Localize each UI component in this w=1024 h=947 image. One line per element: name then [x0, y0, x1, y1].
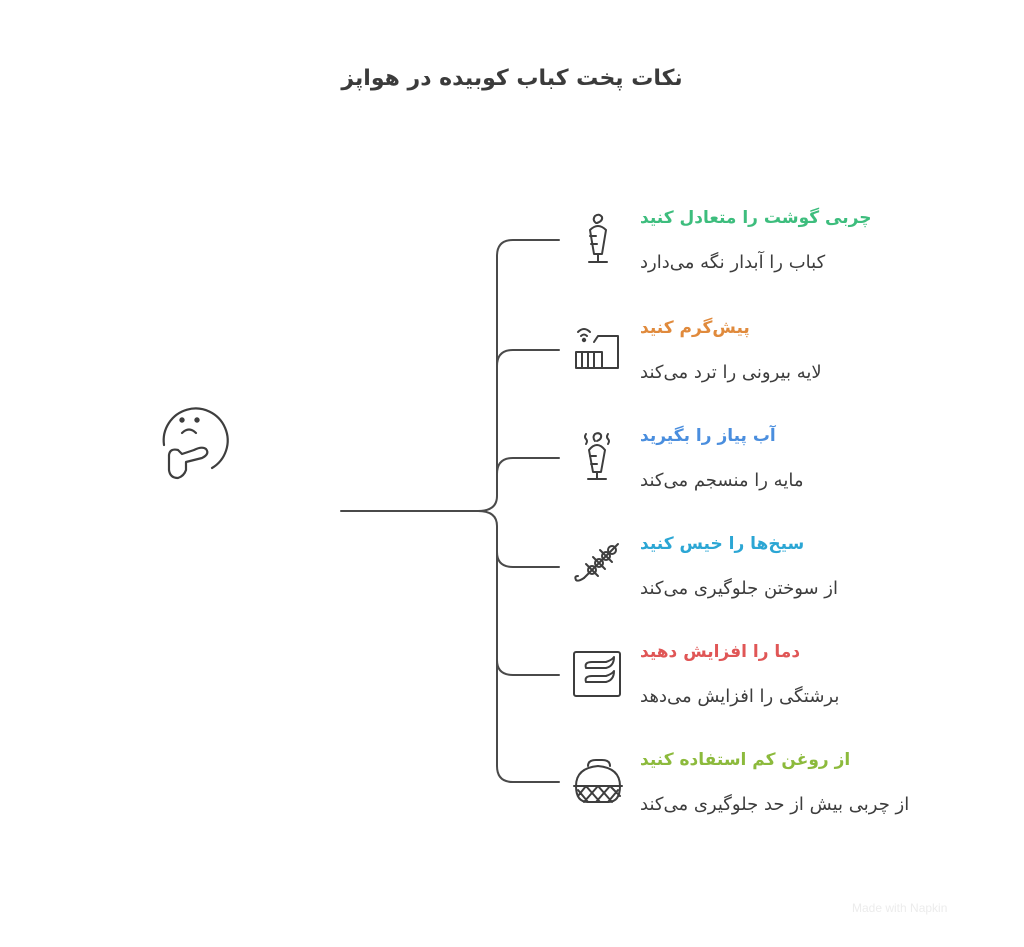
tip-item-less-oil: از روغن کم استفاده کنید از چربی بیش از ح… [570, 750, 990, 840]
napkin-watermark: Made with Napkin [852, 901, 948, 915]
tip-description: از سوختن جلوگیری می‌کند [640, 578, 838, 599]
tip-heading: پیش‌گرم کنید [640, 318, 750, 338]
kebab-doner-icon [570, 208, 626, 264]
tip-description: مایه را منسجم می‌کند [640, 470, 804, 491]
tip-heading: آب پیاز را بگیرید [640, 426, 776, 446]
tip-item-onion-juice: آب پیاز را بگیرید مایه را منسجم می‌کند [570, 426, 990, 516]
tip-description: از چربی بیش از حد جلوگیری می‌کند [640, 794, 910, 815]
tip-description: برشتگی را افزایش می‌دهد [640, 686, 840, 707]
tip-description: کباب را آبدار نگه می‌دارد [640, 252, 826, 273]
grill-oven-icon [570, 642, 626, 698]
tip-heading: از روغن کم استفاده کنید [640, 750, 851, 770]
tip-description: لایه بیرونی را ترد می‌کند [640, 362, 822, 383]
tip-heading: دما را افزایش دهید [640, 642, 801, 662]
steaming-kebab-icon [570, 426, 626, 482]
skewer-icon [570, 534, 626, 590]
tip-heading: سیخ‌ها را خیس کنید [640, 534, 805, 554]
thinking-face-icon [152, 400, 234, 486]
diagram-title: نکات پخت کباب کوبیده در هواپز [341, 66, 683, 91]
tip-item-balance-fat: چربی گوشت را متعادل کنید کباب را آبدار ن… [570, 208, 990, 298]
tip-item-increase-temperature: دما را افزایش دهید برشتگی را افزایش می‌د… [570, 642, 990, 732]
fryer-basket-icon [570, 750, 626, 806]
tip-item-soak-skewers: سیخ‌ها را خیس کنید از سوختن جلوگیری می‌ک… [570, 534, 990, 624]
smart-appliance-icon [570, 318, 626, 374]
tip-item-preheat: پیش‌گرم کنید لایه بیرونی را ترد می‌کند [570, 318, 990, 408]
tip-heading: چربی گوشت را متعادل کنید [640, 208, 872, 228]
